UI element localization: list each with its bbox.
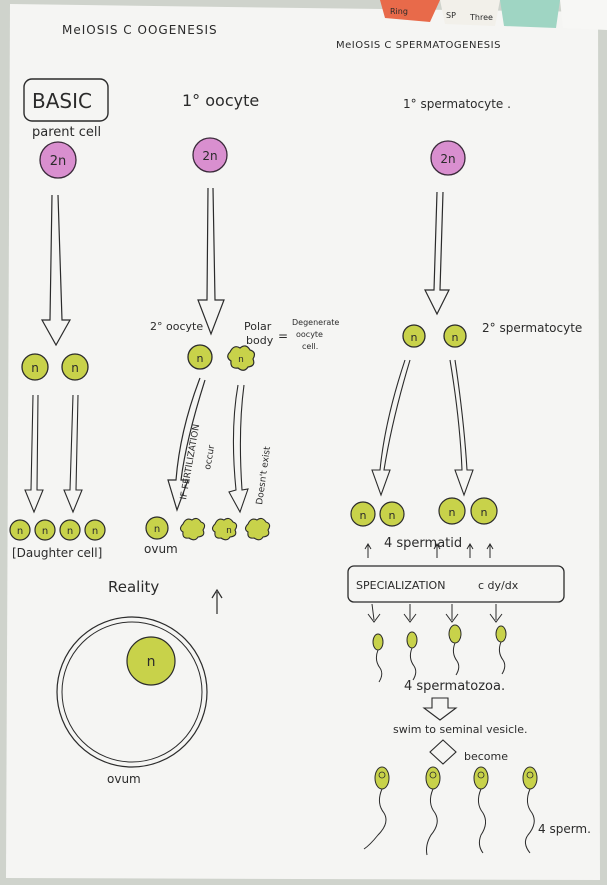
- polar-body-cell: n: [227, 345, 256, 371]
- corner-note-0: SP: [446, 11, 456, 20]
- basic-haploid-cells: n n: [21, 353, 89, 381]
- sperm-cells: [363, 766, 538, 856]
- swim-down-arrow: [422, 697, 458, 721]
- equals-sign: =: [278, 329, 288, 343]
- fertilization-arrow: [167, 377, 206, 512]
- polar-body-n: n: [226, 526, 232, 536]
- corner-note-1: Ring: [390, 7, 408, 16]
- reality-ovum-diagram: n: [56, 616, 208, 768]
- basic-meiosis-arrow: [40, 194, 72, 347]
- spermatozoa-cells: [372, 624, 507, 683]
- basic-meiosis-ii-arrows: [24, 394, 83, 514]
- spermatocyte-primary-label: 1° spermatocyte .: [403, 97, 511, 111]
- ovum-cell: n: [145, 516, 169, 540]
- specialization-suffix: c dy/dx: [478, 579, 519, 592]
- oocyte-primary-label: 1° oocyte: [182, 91, 259, 110]
- svg-text:2n: 2n: [202, 149, 217, 163]
- svg-text:n: n: [67, 526, 73, 537]
- spermatid-label: 4 spermatid: [384, 536, 462, 551]
- oocyte-meiosis-arrow: [197, 187, 225, 336]
- parent-cell-label: parent cell: [32, 125, 101, 140]
- spermatid-cells: n n n n: [350, 497, 498, 527]
- reality-ovum-nucleus: n: [147, 654, 156, 670]
- spermatocyte-secondary-cells: n n: [402, 324, 467, 348]
- header-spermatogenesis: MeIOSIS C SPERMATOGENESIS: [336, 40, 501, 51]
- svg-text:n: n: [449, 506, 456, 519]
- header-oogenesis: MeIOSIS C OOGENESIS: [62, 23, 218, 37]
- basic-parent-cell: 2n: [39, 141, 77, 179]
- spermatid-up-arrows: [364, 543, 494, 558]
- svg-text:n: n: [452, 331, 459, 344]
- swim-label: swim to seminal vesicle.: [393, 723, 528, 736]
- svg-text:n: n: [411, 331, 418, 344]
- become-label: become: [464, 750, 508, 763]
- spermatocyte-primary-cell: 2n: [430, 140, 466, 176]
- svg-text:n: n: [238, 355, 244, 365]
- corner-note-2: Three: [469, 13, 493, 22]
- svg-text:n: n: [42, 526, 48, 537]
- svg-text:2n: 2n: [50, 154, 67, 169]
- corner-notes: Ring SP Three: [380, 0, 607, 30]
- become-arrow: [429, 739, 457, 765]
- polar-body-arrow: [228, 384, 249, 514]
- occur-note: occur: [203, 444, 217, 470]
- oocyte-secondary-cell: n: [187, 344, 213, 370]
- svg-text:n: n: [360, 509, 367, 522]
- svg-text:n: n: [197, 352, 204, 365]
- ovum-caption: ovum: [144, 542, 178, 556]
- spermatozoa-label: 4 spermatozoa.: [404, 679, 505, 694]
- specialization-label: SPECIALIZATION: [356, 579, 445, 592]
- svg-text:n: n: [92, 526, 98, 537]
- reality-up-arrow: [211, 588, 223, 614]
- spermatocyte-meiosis-arrow: [424, 191, 450, 316]
- oocyte-secondary-label: 2° oocyte: [150, 320, 203, 333]
- sperm-label: 4 sperm.: [538, 822, 591, 836]
- specialization-down-arrows: [367, 603, 503, 623]
- svg-text:n: n: [154, 524, 160, 535]
- basic-label: BASIC: [32, 89, 92, 113]
- basic-box: [23, 78, 109, 122]
- polar-bodies: [179, 517, 271, 541]
- reality-ovum-caption: ovum: [107, 772, 141, 786]
- svg-text:n: n: [31, 361, 39, 375]
- spermatocyte-secondary-label: 2° spermatocyte: [482, 321, 582, 335]
- basic-daughter-cells: n n n n: [9, 519, 106, 541]
- svg-text:n: n: [389, 509, 396, 522]
- svg-text:2n: 2n: [440, 152, 455, 166]
- specialization-box: [347, 565, 565, 603]
- oocyte-primary-cell: 2n: [192, 137, 228, 173]
- reality-label: Reality: [108, 578, 159, 596]
- svg-text:n: n: [481, 506, 488, 519]
- spermatocyte-meiosis-ii-arrows: [371, 359, 474, 497]
- daughter-cell-caption: [Daughter cell]: [12, 546, 102, 560]
- svg-text:n: n: [17, 526, 23, 537]
- svg-text:n: n: [71, 361, 79, 375]
